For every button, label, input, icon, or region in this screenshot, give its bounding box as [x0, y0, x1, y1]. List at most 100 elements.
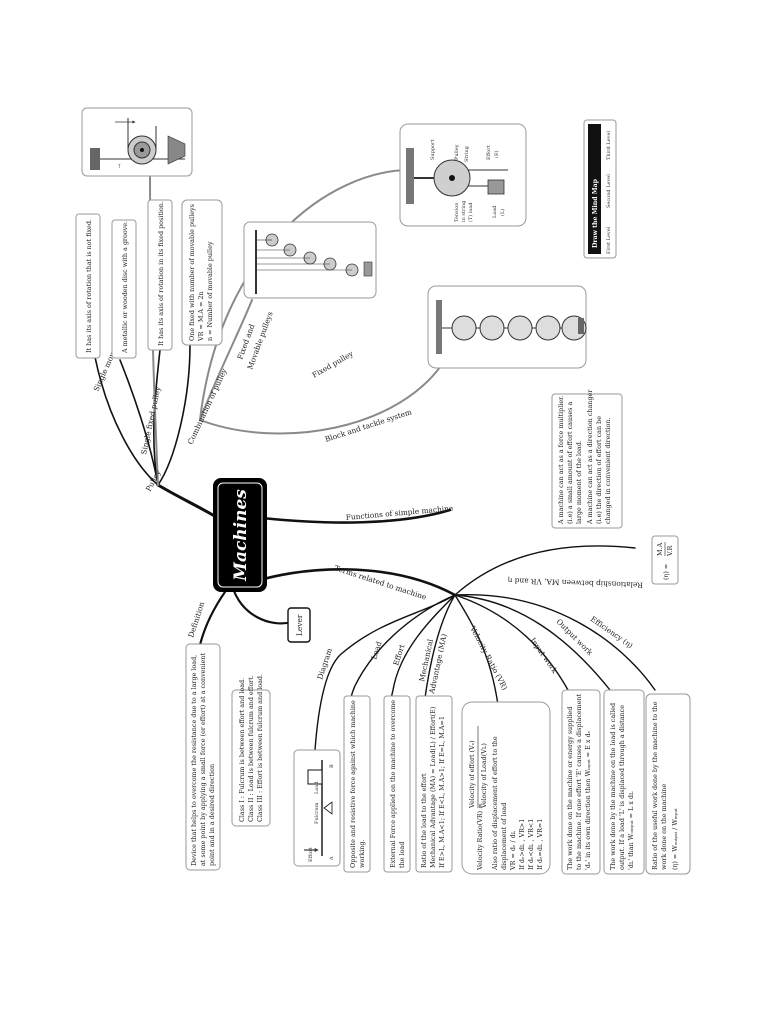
vr-label: Velocity Ratio (VR)	[468, 624, 510, 692]
vr-box: Velocity Ratio(VR) = Velocity of effort …	[461, 701, 551, 875]
fig-tension-3: (T) load	[467, 202, 474, 222]
branch-lines	[94, 169, 656, 751]
load-line-2: working.	[358, 839, 366, 868]
lever-class-3: Class III : Effort is between fulcrum an…	[256, 674, 264, 822]
lever-label: Lever	[295, 614, 304, 636]
efficiency-line-2: work done on the machine	[660, 784, 668, 870]
vr-line	[454, 594, 499, 706]
input-work-box: The work done on the machine or energy s…	[561, 689, 601, 875]
disc-box-text: A metallic or wooden disc with a groove.	[121, 221, 129, 354]
fig-e: (E)	[493, 150, 500, 158]
fig-effort: Effort	[486, 145, 492, 160]
fig-load: Load	[492, 205, 498, 218]
movable-fig-t-label: T	[117, 164, 121, 169]
relationship-line	[454, 545, 636, 596]
vr-line-4: If dₑ>dʟ , VR>1	[518, 819, 526, 870]
efficiency-line-3: (η) = Wₒᵤₜₚᵤₜ / Wᵢₙₚᵤₜ	[671, 808, 679, 870]
mind-map-key: Draw the Mind Map First Level Second Lev…	[583, 119, 617, 259]
block-tackle-line	[199, 359, 446, 435]
output-line-1: The work done by the machine on the load…	[609, 703, 617, 870]
effort-box: External Force applied on the machine to…	[383, 695, 411, 873]
lever-class-1: Class I : Fulcrum is between effort and …	[238, 678, 246, 822]
single-fixed-line	[119, 359, 159, 486]
functions-line-3: large moment of the load.	[575, 440, 583, 524]
movable-box	[75, 213, 101, 359]
definition-connector	[198, 583, 232, 647]
lever-class-2: Class II : Load is between fulcrum and e…	[247, 675, 255, 822]
functions-line-1: A machine can act as a force multiplier.	[557, 395, 565, 525]
vr-line-2: displacement of load	[500, 803, 508, 870]
functions-connector	[260, 508, 452, 524]
lever-connector	[230, 583, 294, 625]
load-line-1: Opposite and resistive force against whi…	[349, 700, 357, 868]
fixed-pulley-figure: Support Pulley String Effort (E) Tension…	[399, 123, 527, 227]
fig-tension-1: Tension	[454, 202, 460, 222]
definition-line-3: point and in a desired direction	[208, 764, 216, 866]
diagram-label: Diagram	[315, 647, 334, 681]
fig-l: (L)	[499, 209, 506, 216]
single-movable-line	[94, 356, 159, 486]
relationship-formula: (η) = M.A V.R	[651, 535, 679, 585]
terms-label: Terms related to machine	[333, 563, 427, 601]
combination-box	[181, 199, 223, 346]
movable-pulley-figure: T	[81, 107, 193, 177]
key-level-3: Third Level	[606, 131, 612, 160]
pulley-info-boxes: It has its axis of rotation that is not …	[75, 199, 223, 359]
pulley-connector	[156, 483, 220, 520]
efficiency-line-1: Ratio of the useful work done by the mac…	[651, 701, 659, 870]
ma-line-1: Ratio of the load to the effort	[420, 773, 428, 868]
rel-num: M.A	[656, 542, 664, 556]
diagram-line	[314, 594, 456, 751]
center-title: Machines	[231, 489, 251, 582]
output-line-2: output. If a load 'L' is displaced throu…	[618, 705, 626, 870]
lever-load: Load	[314, 781, 320, 794]
combo-line-2: VR = M.A = 2n	[197, 291, 205, 342]
combo-line-1: One fixed with number of movable pulleys	[188, 204, 196, 341]
functions-line-5: (i.e) the direction of effort can be	[595, 416, 603, 524]
mind-map-key-title: Draw the Mind Map	[592, 178, 599, 248]
disc-box	[111, 219, 137, 359]
input-line	[454, 594, 569, 691]
effort-line-2: the load	[398, 842, 406, 868]
vr-formula-den: Velocity of Load(Vʟ)	[480, 743, 488, 809]
output-line-3: 'dʟ' than Wₒᵤₜₚᵤₜ = L x dʟ	[627, 791, 635, 870]
functions-line-6: changed in convenient direction.	[604, 417, 612, 524]
key-level-2: Second Level	[606, 174, 612, 208]
fixed-movable-line	[199, 299, 253, 421]
fixed-pulley-label: Fixed pulley	[311, 349, 356, 380]
definition-line-2: at some point by applying a small force …	[199, 652, 207, 866]
input-work-label: Input work	[528, 636, 559, 675]
key-level-1: First Level	[606, 226, 612, 254]
ma-line-2: Mechanical Advantage (MA) = Load(L) / Ef…	[429, 707, 437, 868]
effort-term-label: Effort	[391, 643, 406, 666]
lever-diagram-box: Effort Load Fulcrum A B	[293, 749, 341, 867]
block-tackle-label: Block and tackle system	[324, 407, 413, 444]
ma-box: Ratio of the load to the effort Mechanic…	[415, 695, 453, 873]
load-box: Opposite and resistive force against whi…	[343, 695, 371, 873]
functions-box: A machine can act as a force multiplier.…	[551, 389, 623, 529]
efficiency-line	[454, 593, 656, 691]
fig-support: Support	[430, 140, 436, 160]
rel-lhs: (η) =	[662, 564, 670, 580]
fig-pulley: Pulley	[454, 144, 460, 160]
block-tackle-figure	[427, 285, 587, 369]
movable-box-text: It has its axis of rotation that is not …	[85, 219, 93, 353]
combination-pulley-figure	[243, 221, 377, 299]
output-work-box: The work done by the machine on the load…	[603, 689, 645, 875]
vr-line-5: If dₑ<dʟ , VR<1	[527, 819, 535, 870]
vr-line-1: Also ratio of displacement of effort to …	[491, 736, 499, 871]
lever-node: Lever	[287, 607, 311, 643]
load-term-label: Load	[369, 640, 383, 661]
lever-classes-box: Class I : Fulcrum is between effort and …	[231, 674, 271, 827]
combo-line-3: n = Number of movable pulley	[206, 241, 214, 341]
ma-line	[423, 594, 456, 706]
input-line-3: 'dₑ' in its own direction then Wᵢₙₚᵤₜ = …	[584, 730, 592, 870]
fig-tension-2: in string	[461, 200, 467, 222]
lever-a: A	[329, 856, 335, 861]
single-fixed-label: Single fixed pulley	[139, 385, 162, 455]
definition-box: Device that helps to overcome the resist…	[185, 643, 221, 871]
definition-line-1: Device that helps to overcome the resist…	[190, 655, 198, 866]
vr-formula-lhs: Velocity Ratio(VR) =	[476, 803, 484, 871]
rel-den: V.R	[666, 545, 674, 557]
